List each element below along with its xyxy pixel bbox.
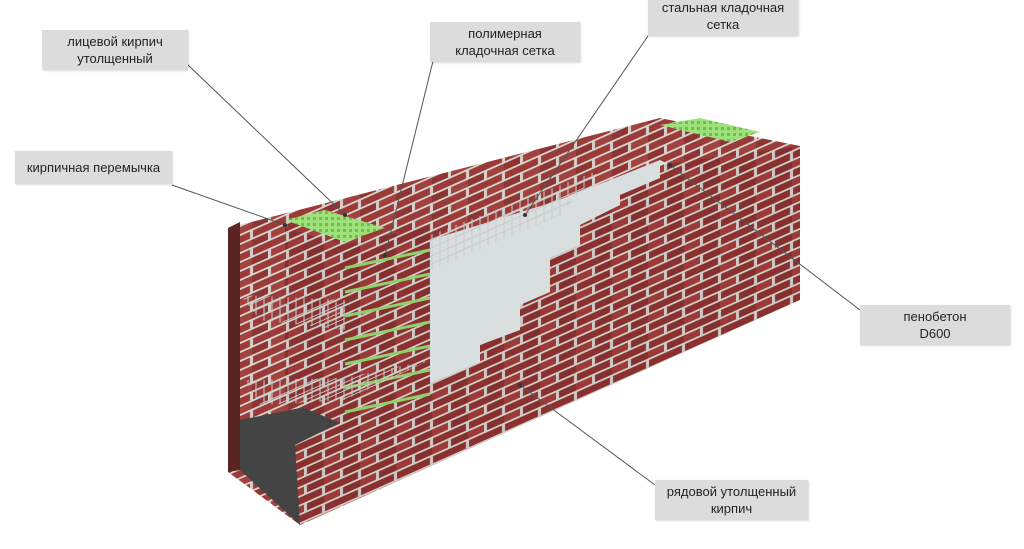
label-polymer-mesh: полимерная кладочная сетка [430,22,580,62]
label-line: кирпич [710,501,753,516]
label-line: D600 [919,326,951,341]
leader-lines [171,32,861,486]
label-line: утолщенный [77,51,153,66]
label-line: лицевой кирпич [67,34,163,49]
label-line: стальная кладочная [661,0,785,15]
polymer-mesh-layers [344,248,431,414]
label-line: пенобетон [903,309,967,324]
label-line: сетка [706,17,740,32]
label-foam-concrete: пенобетон D600 [860,305,1010,345]
label-face-brick: лицевой кирпич утолщенный [42,30,188,70]
label-brick-lintel: кирпичная перемычка [15,151,172,184]
polymer-mesh-top-right [660,118,760,142]
label-line: кладочная сетка [455,43,555,58]
label-steel-mesh: стальная кладочная сетка [648,0,798,36]
steel-mesh [430,170,600,270]
front-brick-wall [295,146,800,525]
lintel-base [240,400,345,525]
steel-mesh-lower [245,360,430,405]
label-line: полимерная [468,26,542,41]
label-line: рядовой утолщенный [666,484,797,499]
steel-mesh-lintel [240,295,345,330]
label-ordinary-brick: рядовой утолщенный кирпич [655,480,808,520]
wall-end-face [228,222,240,472]
polymer-mesh-top [285,210,385,242]
